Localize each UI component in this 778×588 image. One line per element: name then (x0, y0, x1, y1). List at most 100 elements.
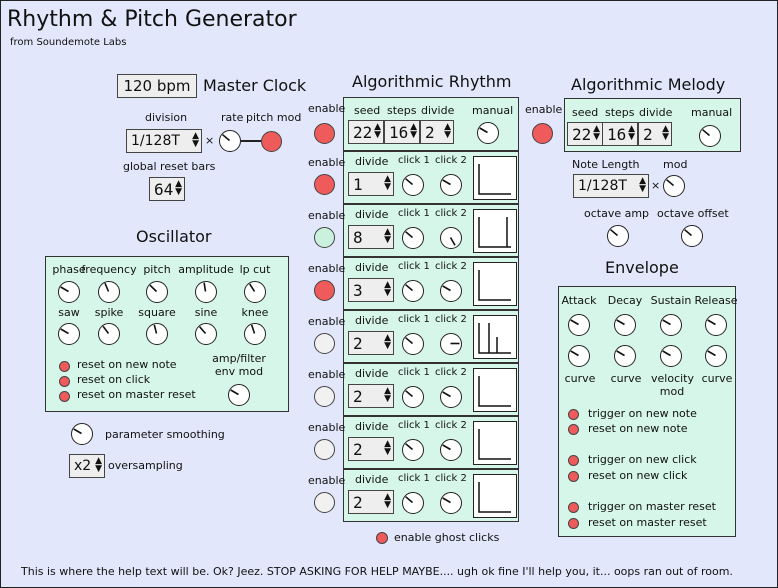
osc-reset-toggle[interactable] (59, 391, 70, 402)
rhythm-row-divide-select[interactable]: 2▲▼ (348, 331, 394, 355)
melody-steps-label: steps (605, 106, 635, 119)
rhythm-click-plot (473, 315, 517, 359)
osc-knob-pitch[interactable] (146, 281, 168, 303)
rhythm-click1-knob[interactable] (402, 280, 424, 302)
octave-amp-label: octave amp (584, 207, 650, 220)
rhythm-row-click1-label: click 1 (398, 208, 430, 219)
melody-divide-label: divide (639, 106, 673, 119)
rhythm-seed-select[interactable]: 22▲▼ (348, 120, 384, 144)
melody-seed-value: 22 (572, 124, 592, 144)
master-clock-title: Master Clock (203, 76, 307, 95)
rhythm-click-plot (473, 262, 517, 306)
note-length-select[interactable]: 1/128T▲▼ (573, 174, 649, 198)
rhythm-row-click2-label: click 2 (435, 473, 467, 484)
envelope-attack-knob[interactable] (568, 314, 590, 336)
reset-bars-select[interactable]: 64▲▼ (149, 177, 185, 201)
rhythm-click2-knob[interactable] (440, 492, 462, 514)
envelope-curve-knob[interactable] (568, 345, 590, 367)
rhythm-row-divide-select[interactable]: 3▲▼ (348, 278, 394, 302)
rhythm-row-divide-select[interactable]: 1▲▼ (348, 172, 394, 196)
osc-reset-toggle[interactable] (59, 376, 70, 387)
bpm-display[interactable]: 120 bpm (117, 74, 197, 98)
rhythm-row-divide-select[interactable]: 2▲▼ (348, 384, 394, 408)
rhythm-row-divide-select[interactable]: 8▲▼ (348, 225, 394, 249)
envelope-option-toggle[interactable] (568, 518, 579, 529)
envelope-option-label: reset on new click (588, 469, 688, 482)
rhythm-enable-label: enable (308, 102, 346, 115)
rhythm-click1-knob[interactable] (402, 492, 424, 514)
envelope-curve-knob[interactable] (705, 345, 727, 367)
melody-seed-select[interactable]: 22▲▼ (567, 122, 603, 146)
rhythm-manual-knob[interactable] (477, 122, 499, 144)
melody-steps-select[interactable]: 16▲▼ (602, 122, 638, 146)
envelope-option-toggle[interactable] (568, 471, 579, 482)
rate-knob[interactable] (219, 130, 241, 152)
osc-knob-sine[interactable] (195, 323, 217, 345)
osc-knob-phase[interactable] (58, 281, 80, 303)
envelope-option-label: reset on new note (588, 422, 688, 435)
rhythm-click2-knob[interactable] (440, 439, 462, 461)
osc-knob-amplitude[interactable] (195, 281, 217, 303)
rhythm-row-divide-select[interactable]: 2▲▼ (348, 437, 394, 461)
envelope-decay-knob[interactable] (614, 314, 636, 336)
osc-knob-frequency[interactable] (98, 281, 120, 303)
rhythm-row-enable-toggle[interactable] (314, 439, 335, 460)
melody-seed-label: seed (572, 106, 599, 119)
rhythm-click1-knob[interactable] (402, 174, 424, 196)
rhythm-click2-knob[interactable] (440, 174, 462, 196)
rhythm-row-divide-select[interactable]: 2▲▼ (348, 490, 394, 514)
smoothing-knob[interactable] (71, 423, 93, 445)
rhythm-click1-knob[interactable] (402, 227, 424, 249)
melody-divide-select[interactable]: 2▲▼ (638, 122, 672, 146)
ghost-clicks-toggle[interactable] (376, 532, 388, 544)
rhythm-click2-knob[interactable] (440, 227, 462, 249)
melody-manual-knob[interactable] (699, 125, 721, 147)
osc-knob-spike[interactable] (98, 323, 120, 345)
rhythm-enable-toggle[interactable] (314, 123, 335, 144)
envelope-option-toggle[interactable] (568, 424, 579, 435)
rhythm-click2-knob[interactable] (440, 386, 462, 408)
rhythm-row-enable-label: enable (308, 421, 346, 434)
envelope-sustain-knob[interactable] (660, 314, 682, 336)
stepper-icon: ▲▼ (384, 386, 391, 404)
envelope-release-knob[interactable] (705, 314, 727, 336)
envelope-curve-knob[interactable] (614, 345, 636, 367)
rhythm-row-enable-toggle[interactable] (314, 280, 335, 301)
rhythm-row-enable-toggle[interactable] (314, 174, 335, 195)
envelope-option-toggle[interactable] (568, 502, 579, 513)
envelope-option-toggle[interactable] (568, 409, 579, 420)
pitch-mod-toggle[interactable] (261, 131, 282, 152)
rhythm-click1-knob[interactable] (402, 386, 424, 408)
rhythm-row-divide-label: divide (355, 367, 389, 380)
osc-reset-toggle[interactable] (59, 361, 70, 372)
rhythm-divide-select[interactable]: 2▲▼ (420, 120, 454, 144)
melody-enable-toggle[interactable] (532, 123, 553, 144)
melody-steps-value: 16 (607, 124, 627, 144)
osc-knob-square[interactable] (146, 323, 168, 345)
rhythm-manual-label: manual (472, 104, 514, 117)
env-mod-knob[interactable] (228, 384, 250, 406)
oversampling-select[interactable]: x2▲▼ (69, 454, 105, 478)
division-select[interactable]: 1/128T▲▼ (126, 129, 202, 153)
osc-param-label: lp cut (239, 263, 271, 276)
envelope-option-toggle[interactable] (568, 455, 579, 466)
rhythm-row-enable-toggle[interactable] (314, 492, 335, 513)
rhythm-click2-knob[interactable] (440, 333, 462, 355)
rhythm-click1-knob[interactable] (402, 333, 424, 355)
rhythm-click2-knob[interactable] (440, 280, 462, 302)
rhythm-row-click2-label: click 2 (435, 314, 467, 325)
envelope-curve-knob[interactable] (660, 345, 682, 367)
rhythm-row-enable-toggle[interactable] (314, 227, 335, 248)
osc-knob-saw[interactable] (58, 323, 80, 345)
osc-knob-lp-cut[interactable] (244, 281, 266, 303)
octave-amp-knob[interactable] (607, 225, 629, 247)
rhythm-title: Algorithmic Rhythm (352, 72, 512, 91)
octave-offset-knob[interactable] (681, 225, 703, 247)
rhythm-click1-knob[interactable] (402, 439, 424, 461)
melody-mod-knob[interactable] (663, 175, 685, 197)
rhythm-row-enable-toggle[interactable] (314, 333, 335, 354)
osc-knob-knee[interactable] (244, 323, 266, 345)
rhythm-row-enable-toggle[interactable] (314, 386, 335, 407)
osc-reset-label: reset on master reset (77, 388, 196, 401)
rhythm-steps-select[interactable]: 16▲▼ (384, 120, 420, 144)
